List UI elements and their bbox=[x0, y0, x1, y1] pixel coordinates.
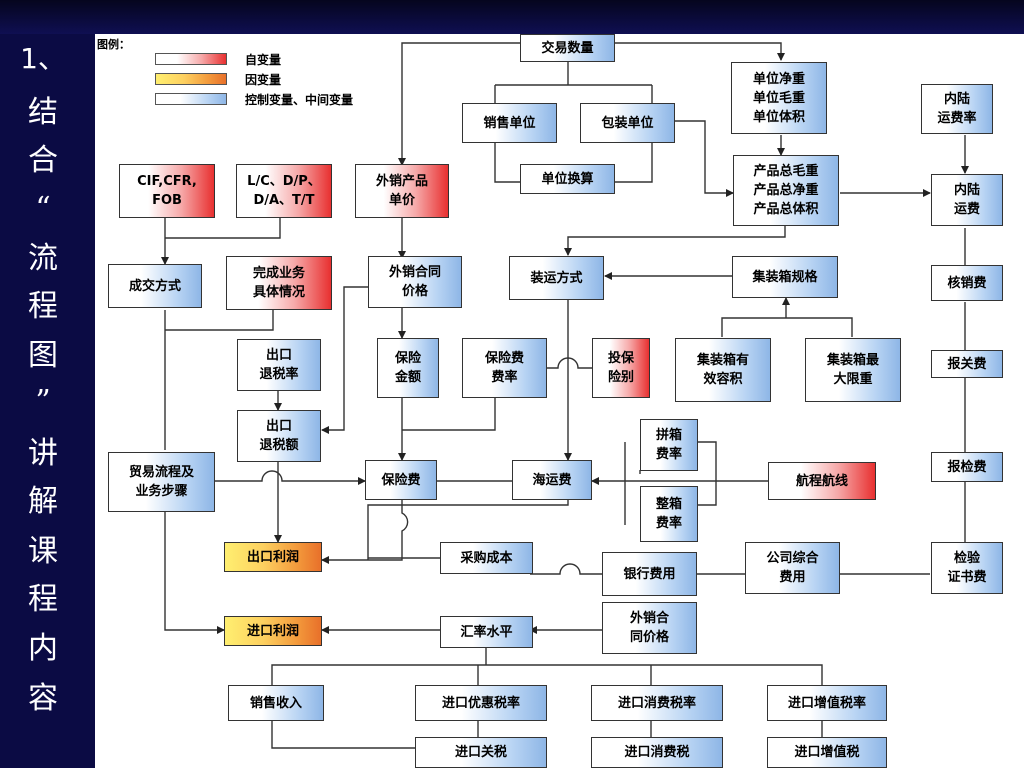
title-char: 课 bbox=[28, 534, 58, 569]
node-total-weight-volume: 产品总毛重 产品总净重 产品总体积 bbox=[733, 155, 839, 226]
legend-independent-label: 自变量 bbox=[245, 53, 282, 67]
node-import-preferential-tariff: 进口优惠税率 bbox=[415, 685, 547, 721]
node-exchange-rate: 汇率水平 bbox=[440, 616, 533, 648]
node-trade-quantity: 交易数量 bbox=[520, 34, 615, 62]
title-char: 1、 bbox=[20, 42, 66, 75]
node-export-contract-price: 外销合同 价格 bbox=[368, 256, 462, 308]
node-deal-mode: 成交方式 bbox=[108, 264, 202, 308]
node-purchase-cost: 采购成本 bbox=[440, 542, 533, 574]
node-lcl-rate: 拼箱 费率 bbox=[640, 419, 698, 471]
title-char: ” bbox=[35, 384, 51, 419]
node-shipping-mode: 装运方式 bbox=[509, 256, 604, 300]
node-customs-fee: 报关费 bbox=[931, 350, 1003, 378]
legend-control-label: 控制变量、中间变量 bbox=[245, 93, 354, 107]
title-char: 合 bbox=[28, 143, 58, 178]
title-char: 流 bbox=[28, 241, 58, 276]
node-import-vat: 进口增值税 bbox=[767, 737, 887, 768]
node-import-profit: 进口利润 bbox=[224, 616, 322, 646]
node-unit-conversion: 单位换算 bbox=[520, 164, 615, 194]
node-trade-process: 贸易流程及 业务步骤 bbox=[108, 452, 215, 512]
title-char: 容 bbox=[28, 681, 58, 716]
node-sea-freight: 海运费 bbox=[512, 460, 592, 500]
title-char: 讲 bbox=[28, 436, 58, 471]
title-char: 图 bbox=[28, 338, 58, 373]
node-insurance-type: 投保 险别 bbox=[592, 338, 650, 398]
node-inland-freight-rate: 内陆 运费率 bbox=[921, 84, 993, 134]
node-business-details: 完成业务 具体情况 bbox=[226, 256, 332, 310]
node-verification-fee: 核销费 bbox=[931, 265, 1003, 301]
legend-dependent-swatch bbox=[155, 73, 227, 85]
node-import-duty: 进口关税 bbox=[415, 737, 547, 768]
slide-top-bar bbox=[0, 0, 1024, 34]
legend-title: 图例： bbox=[97, 38, 130, 51]
node-import-consumption-rate: 进口消费税率 bbox=[591, 685, 723, 721]
node-import-consumption-tax: 进口消费税 bbox=[591, 737, 723, 768]
node-fcl-rate: 整箱 费率 bbox=[640, 486, 698, 542]
title-char: 结 bbox=[28, 95, 58, 130]
slide-title-column: 1、 结 合 “ 流 程 图 ” 讲 解 课 程 内 容 bbox=[0, 34, 95, 768]
node-export-profit: 出口利润 bbox=[224, 542, 322, 572]
node-container-max-weight: 集装箱最 大限重 bbox=[805, 338, 901, 402]
title-char: “ bbox=[35, 191, 51, 226]
title-char: 解 bbox=[28, 484, 58, 519]
title-char: 程 bbox=[28, 289, 58, 324]
node-export-unit-price: 外销产品 单价 bbox=[355, 164, 449, 218]
node-sales-revenue: 销售收入 bbox=[228, 685, 324, 721]
node-sales-unit: 销售单位 bbox=[462, 103, 557, 143]
node-insurance-premium: 保险费 bbox=[365, 460, 437, 500]
node-container-spec: 集装箱规格 bbox=[732, 256, 838, 298]
node-inland-freight: 内陆 运费 bbox=[931, 174, 1003, 226]
flowchart-canvas: 图例： 自变量 因变量 控制变量、中间变量 交易数量 销售单位 包装单位 单位换… bbox=[95, 34, 1024, 768]
node-insurance-rate: 保险费 费率 bbox=[462, 338, 547, 398]
node-container-volume: 集装箱有 效容积 bbox=[675, 338, 771, 402]
legend-dependent-label: 因变量 bbox=[245, 73, 282, 87]
node-export-contract-price-2: 外销合 同价格 bbox=[602, 602, 697, 654]
title-char: 程 bbox=[28, 582, 58, 617]
node-packing-unit: 包装单位 bbox=[580, 103, 675, 143]
title-char: 内 bbox=[28, 631, 58, 666]
node-voyage-route: 航程航线 bbox=[768, 462, 876, 500]
node-export-rebate-rate: 出口 退税率 bbox=[237, 339, 321, 391]
node-inspection-fee: 报检费 bbox=[931, 452, 1003, 482]
node-company-overhead: 公司综合 费用 bbox=[745, 542, 840, 594]
node-insured-amount: 保险 金额 bbox=[377, 338, 439, 398]
node-incoterms: CIF,CFR, FOB bbox=[119, 164, 215, 218]
node-export-rebate-amount: 出口 退税额 bbox=[237, 410, 321, 462]
node-bank-charges: 银行费用 bbox=[602, 552, 697, 596]
legend-independent-swatch bbox=[155, 53, 227, 65]
flowchart-connectors bbox=[161, 42, 969, 749]
legend-control-swatch bbox=[155, 93, 227, 105]
node-certificate-fee: 检验 证书费 bbox=[931, 542, 1003, 594]
node-import-vat-rate: 进口增值税率 bbox=[767, 685, 887, 721]
node-payment-terms: L/C、D/P、 D/A、T/T bbox=[236, 164, 332, 218]
node-unit-weight-volume: 单位净重 单位毛重 单位体积 bbox=[731, 62, 827, 134]
